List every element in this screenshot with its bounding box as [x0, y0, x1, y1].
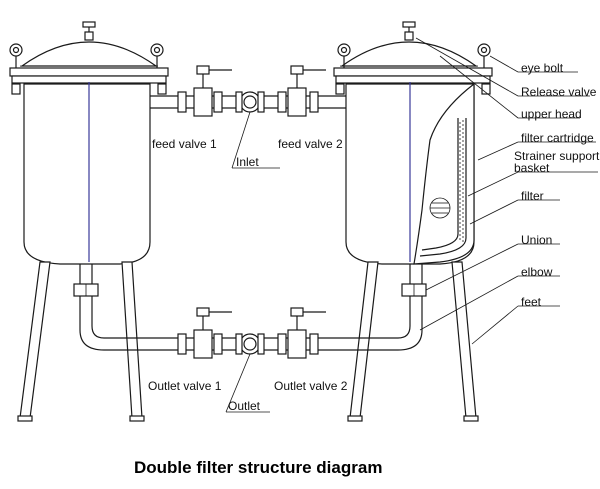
label-strainer-support: Strainer support	[514, 149, 600, 163]
diagram-title: Double filter structure diagram	[134, 458, 383, 477]
label-outlet: Outlet	[228, 399, 261, 413]
leader-lines	[225, 37, 598, 413]
left-vessel	[9, 21, 180, 422]
label-filter-cartridge: filter cartridge	[521, 131, 594, 145]
label-basket: basket	[514, 161, 550, 175]
label-feed-valve-2: feed valve 2	[278, 137, 343, 151]
label-release-valve: Release valve	[521, 85, 597, 99]
label-feed-valve-1: feed valve 1	[152, 137, 217, 151]
label-inlet: Inlet	[236, 155, 259, 169]
label-filter: filter	[521, 189, 544, 203]
right-vessel	[320, 21, 493, 422]
label-union: Union	[521, 233, 553, 247]
label-eye-bolt: eye bolt	[521, 61, 564, 75]
label-elbow: elbow	[521, 265, 553, 279]
feed-manifold	[150, 65, 346, 117]
label-outlet-valve-2: Outlet valve 2	[274, 379, 348, 393]
label-upper-head: upper head	[521, 107, 582, 121]
label-outlet-valve-1: Outlet valve 1	[148, 379, 222, 393]
label-feet: feet	[521, 295, 542, 309]
outlet-manifold	[177, 307, 326, 359]
